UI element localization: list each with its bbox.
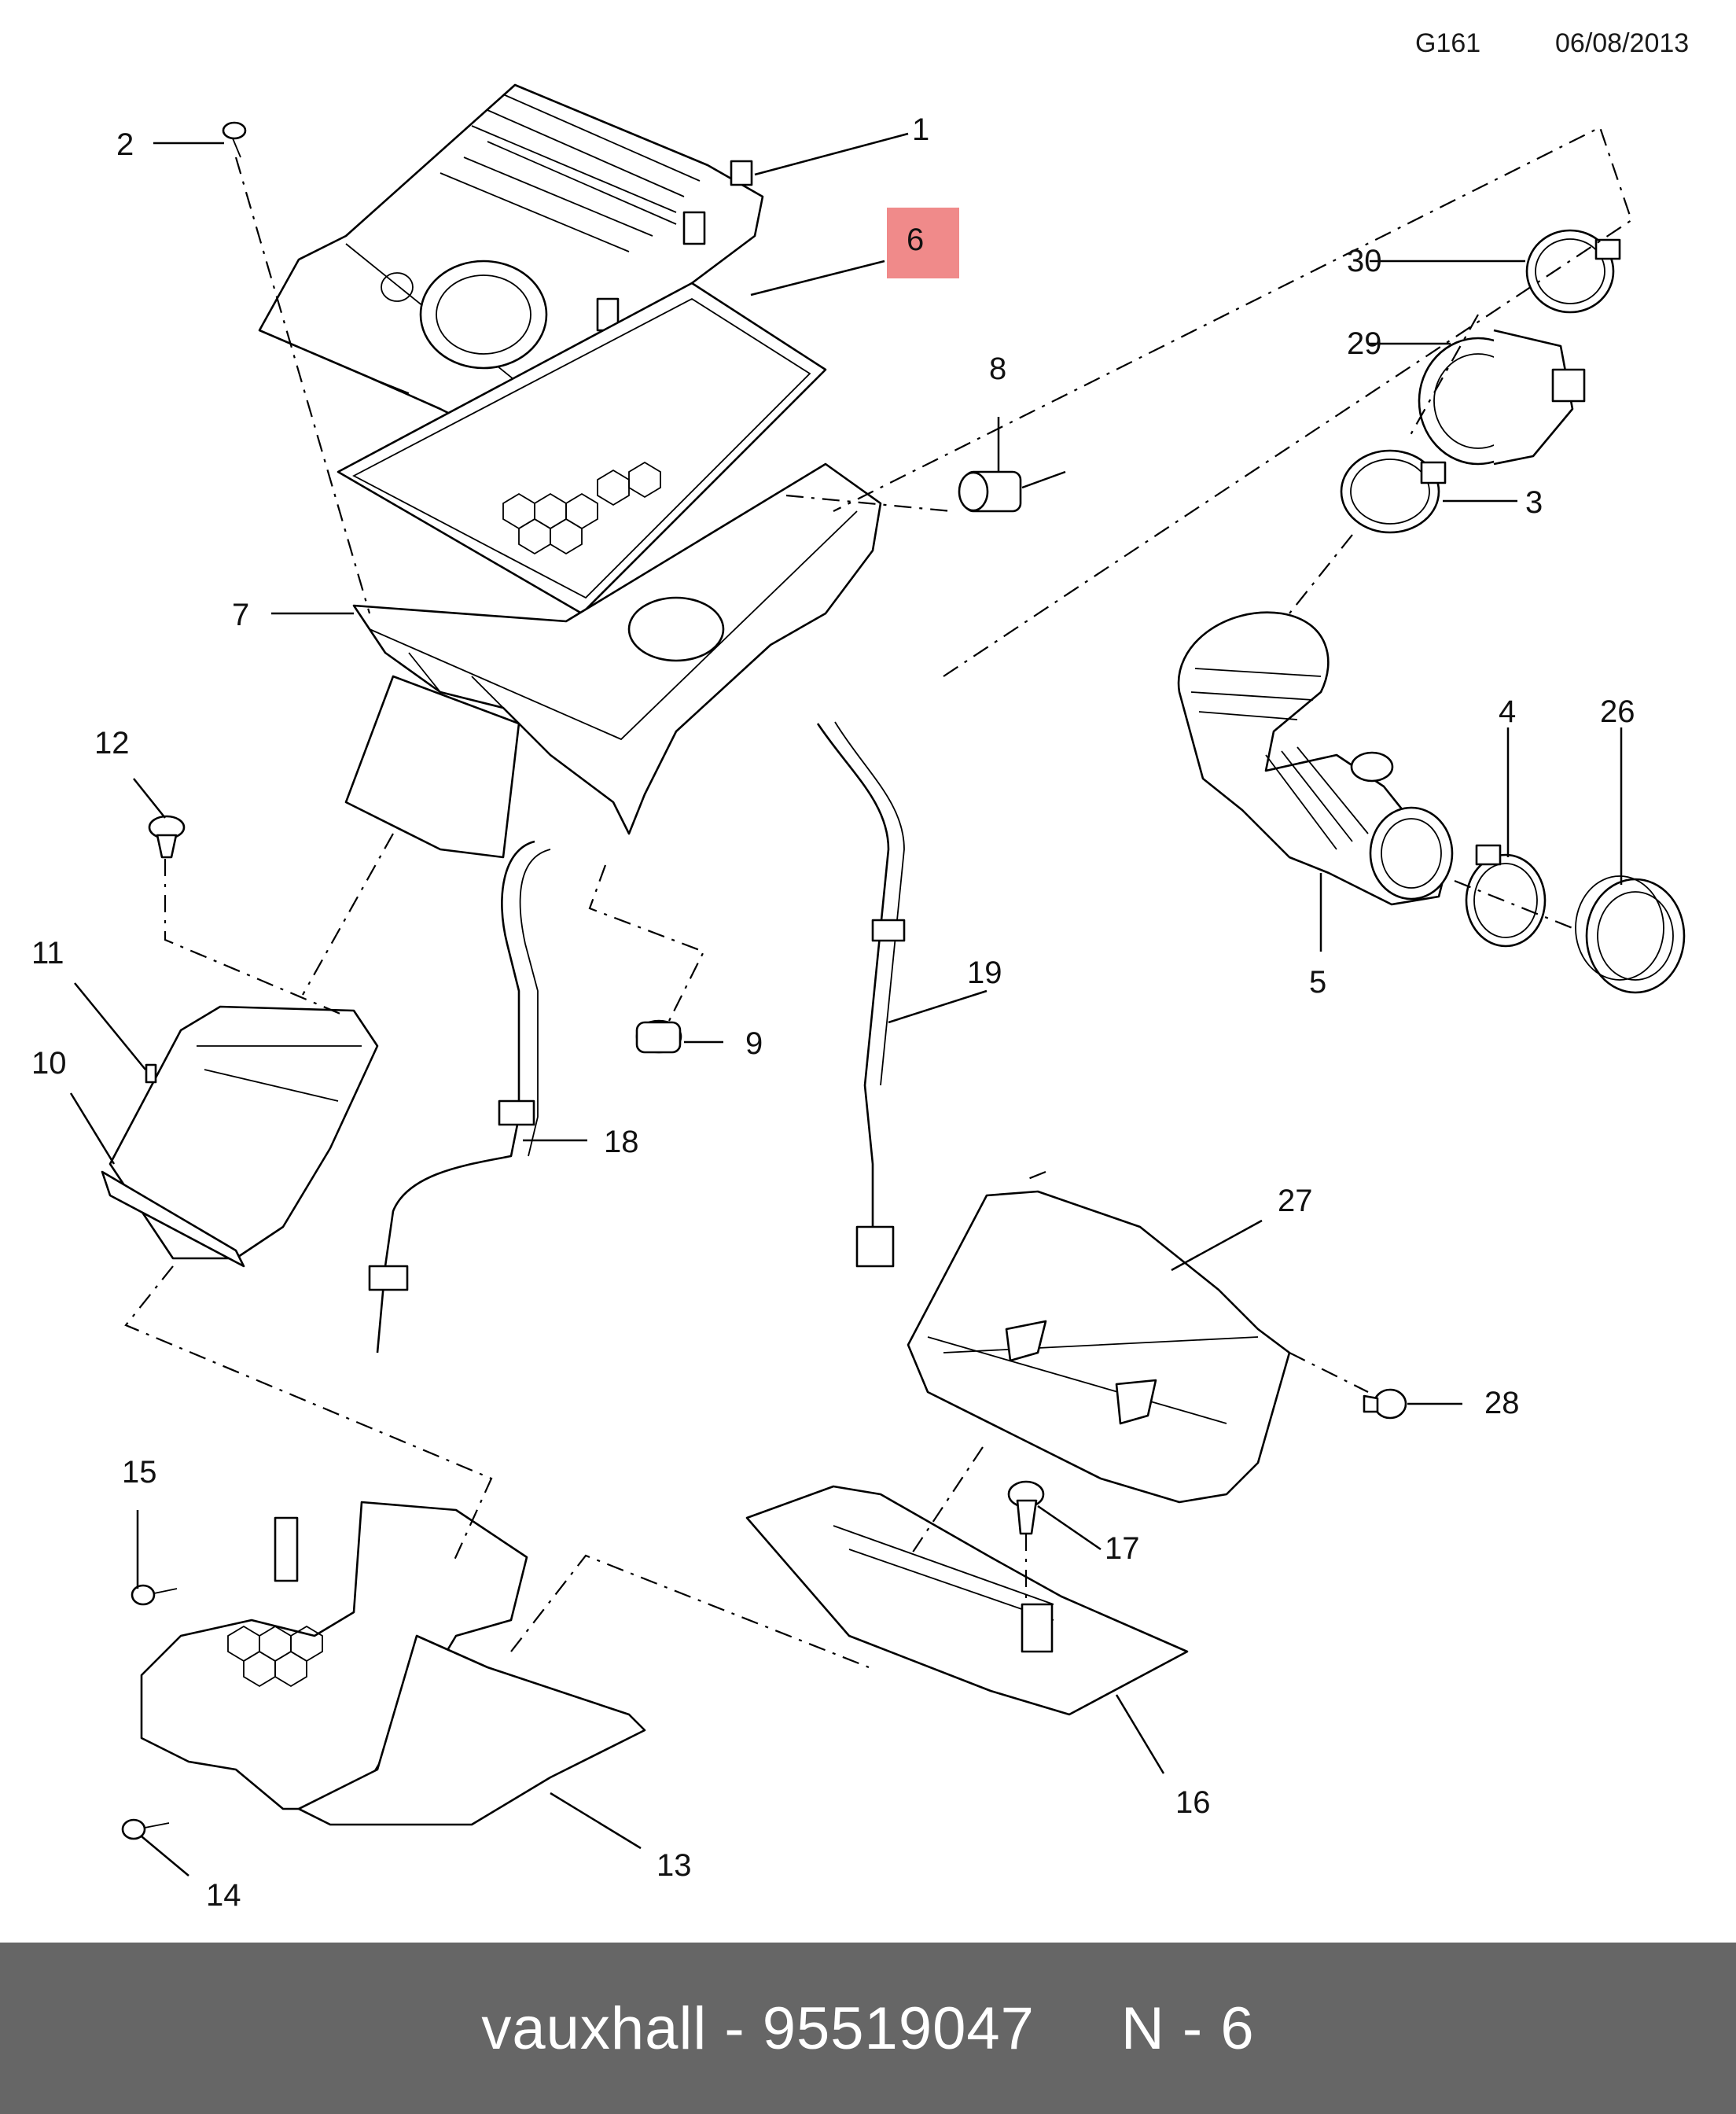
callout-29[interactable]: 29 <box>1347 326 1382 361</box>
callout-12[interactable]: 12 <box>94 726 130 761</box>
diagram-code: G161 <box>1415 28 1480 58</box>
part-8-grommet[interactable] <box>958 470 1022 513</box>
part-16-air-deflector[interactable] <box>745 1485 1189 1716</box>
callout-9[interactable]: 9 <box>745 1026 763 1061</box>
parts-diagram: G161 06/08/2013 <box>31 28 1689 1913</box>
callout-8[interactable]: 8 <box>989 352 1006 386</box>
part-2-screw[interactable] <box>222 121 247 158</box>
callout-17[interactable]: 17 <box>1105 1531 1140 1566</box>
callout-30[interactable]: 30 <box>1347 244 1382 278</box>
callout-10[interactable]: 10 <box>31 1046 67 1081</box>
part-5-intake-hose[interactable] <box>1177 611 1454 906</box>
callout-6[interactable]: 6 <box>907 223 924 257</box>
part-7-air-cleaner-housing[interactable] <box>344 462 882 859</box>
part-1-air-cleaner-cover[interactable] <box>258 83 764 442</box>
part-4-hose-clamp[interactable] <box>1465 844 1547 948</box>
part-3-hose-clamp[interactable] <box>1340 449 1447 534</box>
part-9-grommet[interactable] <box>635 1019 682 1054</box>
callout-11[interactable]: 11 <box>31 936 64 970</box>
part-6-air-filter-element[interactable] <box>337 282 827 615</box>
callout-19[interactable]: 19 <box>967 956 1002 990</box>
footer-brand-part-number: vauxhall - 95519047 <box>481 1994 1035 2062</box>
footer-bar: vauxhall - 95519047 N - 6 <box>0 1943 1736 2114</box>
part-27-heat-shield[interactable] <box>907 1190 1291 1504</box>
part-10-intake-duct[interactable] <box>101 1005 379 1268</box>
callout-14[interactable]: 14 <box>206 1878 241 1913</box>
leader-lines <box>69 132 1623 1876</box>
part-19-vent-hose[interactable] <box>816 721 906 1268</box>
part-28-push-clip[interactable] <box>1363 1388 1407 1420</box>
callout-2[interactable]: 2 <box>116 127 134 162</box>
part-15-screw[interactable] <box>131 1584 178 1606</box>
callout-13[interactable]: 13 <box>657 1848 692 1883</box>
callout-27[interactable]: 27 <box>1278 1184 1313 1218</box>
assembly-lines <box>124 126 1633 1669</box>
highlight-part-6-box <box>887 208 959 278</box>
callout-5[interactable]: 5 <box>1309 965 1326 1000</box>
diagram-date: 06/08/2013 <box>1555 28 1689 58</box>
part-17-push-clip[interactable] <box>1007 1480 1045 1535</box>
part-30-hose-clamp[interactable] <box>1525 229 1621 314</box>
callout-7[interactable]: 7 <box>232 598 249 632</box>
callout-18[interactable]: 18 <box>604 1125 639 1159</box>
part-11-seal[interactable] <box>145 1063 157 1084</box>
part-29-mass-airflow-sensor[interactable] <box>1418 329 1586 466</box>
callout-4[interactable]: 4 <box>1499 694 1516 729</box>
callout-1[interactable]: 1 <box>912 112 929 147</box>
callout-labels: 1 2 3 4 5 6 7 8 9 10 11 12 13 14 15 16 1… <box>31 112 1635 1913</box>
part-12-push-clip[interactable] <box>148 815 186 859</box>
callout-28[interactable]: 28 <box>1484 1386 1520 1420</box>
part-18-breather-hose[interactable] <box>368 840 551 1353</box>
callout-16[interactable]: 16 <box>1175 1785 1211 1820</box>
callout-3[interactable]: 3 <box>1525 485 1543 520</box>
callout-15[interactable]: 15 <box>122 1455 157 1490</box>
part-26-adapter-ring[interactable] <box>1575 875 1686 994</box>
callout-26[interactable]: 26 <box>1600 694 1635 729</box>
footer-position-label: N - 6 <box>1120 1994 1255 2062</box>
part-13-lower-intake-duct[interactable] <box>140 1501 646 1826</box>
part-14-screw[interactable] <box>121 1818 170 1840</box>
